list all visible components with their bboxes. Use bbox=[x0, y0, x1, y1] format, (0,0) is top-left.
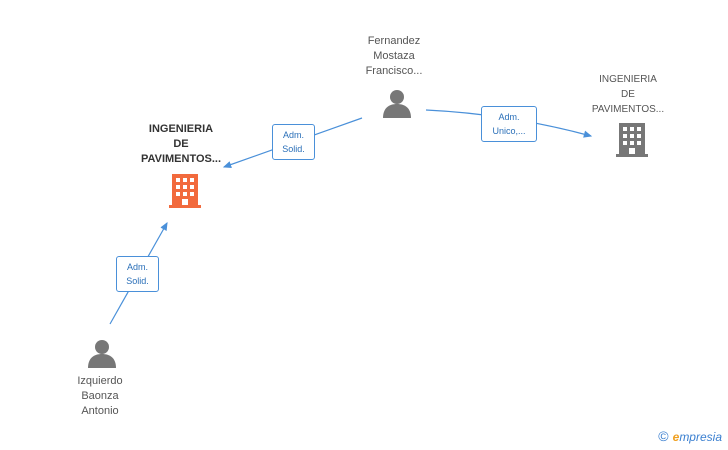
building-icon bbox=[616, 123, 648, 157]
brand-initial: e bbox=[672, 430, 680, 444]
building-icon bbox=[169, 174, 201, 208]
person-izquierdo-label: Izquierdo Baonza Antonio bbox=[77, 375, 123, 417]
company-main-label: INGENIERIA DE PAVIMENTOS... bbox=[140, 123, 222, 165]
edge-label-izquierdo-to-main[interactable]: Adm. Solid. bbox=[116, 256, 159, 292]
empresia-logo[interactable]: ©empresia bbox=[658, 428, 722, 444]
edge-label-fernandez-to-other[interactable]: Adm. Unico,... bbox=[481, 106, 537, 142]
person-icon bbox=[88, 340, 116, 368]
person-icon bbox=[383, 90, 411, 118]
edge-label-fernandez-to-main[interactable]: Adm. Solid. bbox=[272, 124, 315, 160]
copyright-icon: © bbox=[658, 428, 669, 444]
company-other-label: INGENIERIA DE PAVIMENTOS... bbox=[591, 74, 665, 115]
brand-name: mpresia bbox=[679, 430, 722, 444]
person-fernandez-label: Fernandez Mostaza Francisco... bbox=[365, 35, 423, 77]
